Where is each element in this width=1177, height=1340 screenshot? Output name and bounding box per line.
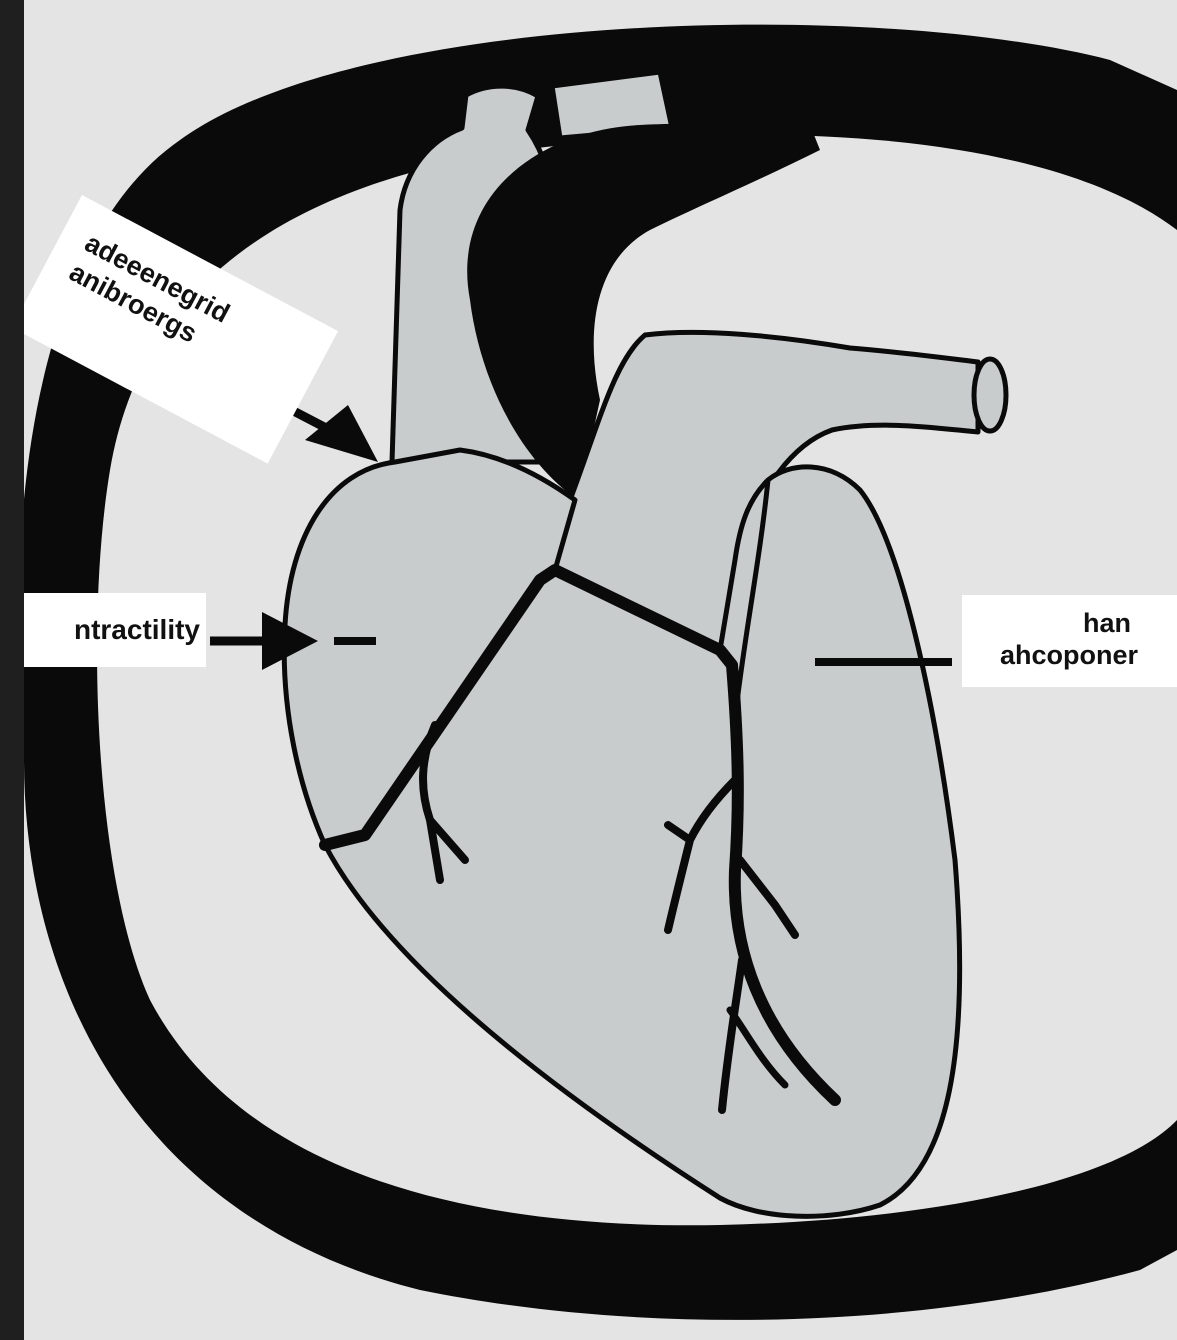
pulmonary-opening: [974, 359, 1006, 431]
diagram-canvas: adeeenegrid anibroergs ntractility han a…: [24, 0, 1177, 1340]
label-right-line-1: han: [1000, 607, 1177, 639]
label-right-line-2: ahcoponer: [1000, 639, 1177, 671]
label-left-text: ntractility: [74, 614, 200, 645]
arrow-top: [282, 405, 378, 462]
label-left: ntractility: [24, 593, 206, 667]
label-right: han ahcoponer: [962, 595, 1177, 687]
left-edge-strip: [0, 0, 24, 1340]
